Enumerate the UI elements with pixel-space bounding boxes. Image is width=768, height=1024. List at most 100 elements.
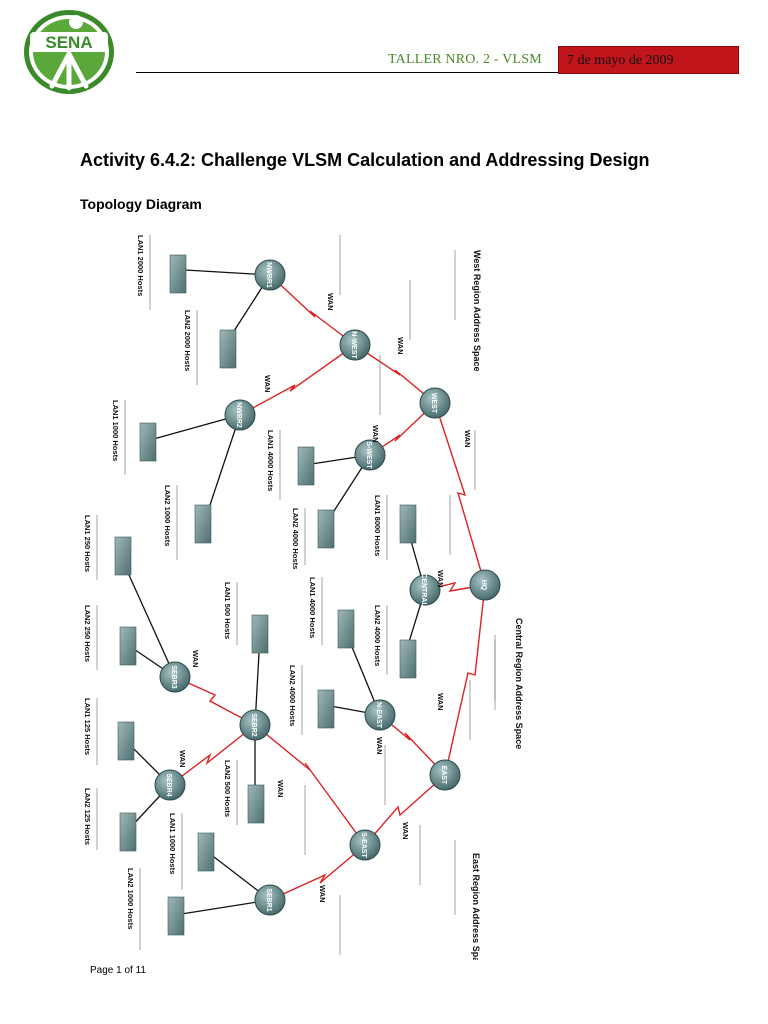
lan-label: LAN1 500 Hosts (223, 582, 232, 639)
page-footer: Page 1 of 11 (90, 965, 146, 976)
header-title: TALLER NRO. 2 - VLSM (388, 52, 542, 67)
switch (117, 721, 135, 761)
wan-label: WAN (371, 425, 380, 443)
region-label-east: East Region Address Space (471, 853, 481, 960)
region-label-central: Central Region Address Space (514, 618, 524, 749)
wan-label: WAN (463, 430, 472, 448)
lan-label: LAN1 1000 Hosts (111, 400, 120, 461)
header-date: 7 de mayo de 2009 (567, 53, 674, 68)
logo-lettering: SENA (45, 33, 92, 52)
router-sebr4: SEBR4 (154, 769, 186, 801)
wan-link (379, 714, 446, 776)
wan-link (364, 774, 446, 846)
wan-link (354, 344, 436, 404)
switch (297, 446, 315, 486)
wan-link (444, 584, 486, 776)
router-central: CENTRAL (409, 573, 441, 607)
lan-label: LAN2 125 Hosts (83, 788, 92, 845)
router-sebr3: SEBR3 (159, 661, 191, 693)
switch (119, 812, 137, 852)
section-title: Topology Diagram (80, 196, 202, 212)
switches (114, 254, 417, 936)
router-n-east: N-EAST (364, 699, 396, 731)
label-rules (96, 235, 496, 955)
router-s-east: S-EAST (349, 829, 381, 861)
wan-label: WAN (401, 822, 410, 840)
wan-label: WAN (396, 337, 405, 355)
wan-label: WAN (436, 693, 445, 711)
router-east: EAST (429, 759, 461, 791)
svg-text:SEBR3: SEBR3 (170, 665, 177, 688)
switch (251, 614, 269, 654)
lan-link (119, 554, 176, 678)
lan-label: LAN2 4000 Hosts (291, 508, 300, 569)
router-nwbr1: NWBR1 (254, 259, 286, 291)
lan-label: LAN1 250 Hosts (83, 515, 92, 572)
wan-link (239, 344, 356, 416)
svg-text:S-EAST: S-EAST (360, 832, 367, 858)
region-labels: West Region Address Space Central Region… (471, 250, 524, 960)
lan-label: LAN2 4000 Hosts (288, 665, 297, 726)
svg-text:S-WEST: S-WEST (365, 441, 372, 469)
router-sebr1: SEBR1 (254, 884, 286, 916)
lan-label: LAN2 1000 Hosts (126, 868, 135, 929)
svg-text:SEBR1: SEBR1 (265, 888, 272, 911)
switch (399, 639, 417, 679)
wan-label: WAN (326, 293, 335, 311)
wan-link (269, 274, 356, 346)
wan-label: WAN (436, 570, 445, 588)
lan-label: LAN1 4000 Hosts (266, 430, 275, 491)
svg-text:SEBR2: SEBR2 (250, 713, 257, 736)
wan-link (434, 402, 486, 586)
wan-labels: WAN WAN WAN WAN WAN WAN WAN WAN WAN WAN … (178, 293, 472, 903)
svg-text:SEBR4: SEBR4 (165, 773, 172, 796)
wan-link (174, 676, 256, 726)
svg-text:NWBR2: NWBR2 (235, 402, 242, 428)
lan-label: LAN2 1000 Hosts (163, 485, 172, 546)
wan-links (169, 274, 486, 901)
switch (119, 626, 137, 666)
lan-link (204, 414, 241, 521)
svg-text:N-EAST: N-EAST (375, 702, 382, 729)
svg-text:HQ: HQ (480, 580, 487, 591)
router-n-west: N-WEST (339, 329, 371, 361)
switch (114, 536, 132, 576)
region-label-west: West Region Address Space (472, 250, 482, 372)
switch (197, 832, 215, 872)
switch (139, 422, 157, 462)
switch (337, 609, 355, 649)
lan-label: LAN2 250 Hosts (83, 605, 92, 662)
lan-link (174, 899, 271, 916)
header-rule (136, 72, 558, 73)
lan-label: LAN2 2000 Hosts (183, 310, 192, 371)
wan-label: WAN (318, 885, 327, 903)
lan-label: LAN1 8000 Hosts (373, 495, 382, 556)
wan-label: WAN (178, 750, 187, 768)
wan-label: WAN (191, 650, 200, 668)
svg-text:EAST: EAST (440, 766, 447, 785)
switch (317, 689, 335, 729)
lan-label: LAN2 500 Hosts (223, 760, 232, 817)
lan-links (119, 269, 426, 916)
router-s-west: S-WEST (354, 439, 386, 471)
routers: NWBR1 NWBR2 N-WEST S-WEST WEST CENTRAL H… (154, 259, 501, 916)
svg-text:WEST: WEST (430, 393, 437, 414)
svg-text:CENTRAL: CENTRAL (420, 573, 427, 607)
router-west: WEST (419, 387, 451, 419)
svg-text:N-WEST: N-WEST (350, 331, 357, 359)
switch (167, 896, 185, 936)
lan-label: LAN1 4000 Hosts (308, 577, 317, 638)
switch (317, 509, 335, 549)
wan-link (269, 844, 366, 901)
wan-label: WAN (263, 375, 272, 393)
lan-label: LAN1 2000 Hosts (136, 235, 145, 296)
wan-link (169, 724, 256, 786)
topology-diagram: NWBR1 NWBR2 N-WEST S-WEST WEST CENTRAL H… (83, 235, 524, 960)
switch (247, 784, 265, 824)
lan-labels: LAN1 2000 Hosts LAN2 2000 Hosts LAN1 100… (83, 235, 382, 929)
wan-link (369, 402, 436, 456)
lan-link (149, 414, 241, 441)
wan-label: WAN (375, 737, 384, 755)
switch (399, 504, 417, 544)
lan-label: LAN1 1000 Hosts (168, 813, 177, 874)
